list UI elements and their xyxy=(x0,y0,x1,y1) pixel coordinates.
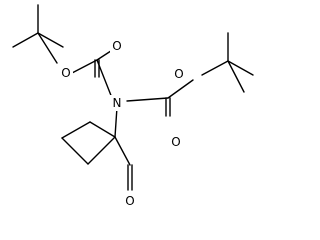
bond xyxy=(114,136,131,166)
bond xyxy=(114,106,118,138)
bond xyxy=(227,60,245,93)
bond xyxy=(167,79,194,99)
atom-label: O xyxy=(125,194,134,208)
bond xyxy=(126,97,169,102)
bond xyxy=(71,59,98,74)
atom-o-carbonyl-left: O xyxy=(110,38,124,54)
bond xyxy=(227,60,254,76)
tert-butyl-left xyxy=(12,4,64,64)
bond xyxy=(61,121,91,139)
atom-o-ester-left: O xyxy=(59,65,73,81)
atom-o-aldehyde: O xyxy=(123,193,137,209)
atom-label: O xyxy=(174,67,183,81)
bond xyxy=(61,137,89,165)
bond xyxy=(89,121,116,138)
atom-n-center: N xyxy=(110,95,124,111)
tert-butyl-right xyxy=(201,32,254,93)
atom-label: O xyxy=(112,39,121,53)
atom-label: N xyxy=(113,96,122,110)
cyclobutane-ring xyxy=(61,121,116,165)
atom-label: O xyxy=(61,66,70,80)
atom-label: O xyxy=(171,135,180,149)
bond xyxy=(37,32,64,48)
bond xyxy=(87,136,116,165)
bond xyxy=(37,32,58,64)
atom-o-carbonyl-right: O xyxy=(169,134,183,150)
bond xyxy=(201,60,229,76)
bond xyxy=(96,59,113,99)
bond xyxy=(12,32,39,48)
molecule-structure: O O O O N O xyxy=(12,4,254,209)
atom-o-ester-right: O xyxy=(172,66,186,82)
